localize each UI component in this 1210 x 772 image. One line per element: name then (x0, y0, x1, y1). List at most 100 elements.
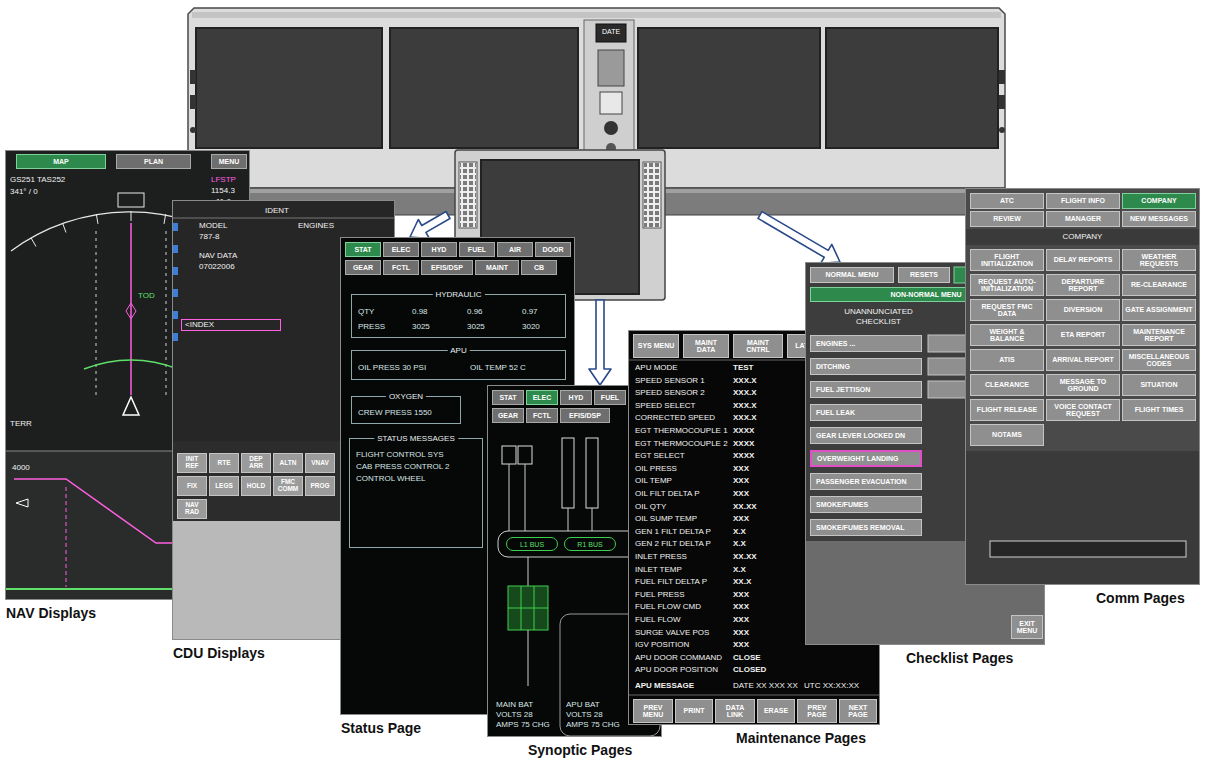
screen-text: XXX.X (733, 413, 757, 423)
button-label: PASSENGER EVACUATION (816, 478, 907, 485)
display-button: DOOR (535, 242, 571, 257)
button-label: ELEC (533, 394, 552, 401)
screen-caption: Checklist Pages (906, 650, 1013, 666)
button-label: ELEC (392, 246, 411, 253)
drawing-shape (126, 303, 136, 319)
display-button: EFIS/DSP (421, 260, 473, 275)
display-button: INIT REF (177, 453, 207, 473)
screen-text: 3025 (412, 322, 430, 332)
screen-text: QTY (358, 307, 374, 317)
screen-text: ENGINES (298, 221, 334, 231)
screen-caption: CDU Displays (173, 645, 265, 661)
display-button: DELAY REPORTS (1046, 249, 1120, 271)
display-button: MAINT (475, 260, 519, 275)
screen-text: UTC XX:XX:XX (804, 681, 859, 691)
button-label: GEAR (498, 412, 518, 419)
screen-text: OIL PRESS (635, 464, 677, 474)
drawing-shape (66, 487, 67, 587)
screen-text: FUEL FILT DELTA P (635, 577, 707, 587)
screen-text: GS251 TAS252 (10, 175, 65, 185)
display-button: WEIGHT & BALANCE (970, 324, 1044, 346)
screen-text: MODEL (199, 221, 227, 231)
display-button: NOTAMS (970, 424, 1044, 446)
drawing-shape (508, 608, 548, 609)
drawing-shape (123, 397, 139, 415)
button-label: VNAV (311, 460, 329, 467)
display-button: AIR (497, 242, 533, 257)
screen-text: CORRECTED SPEED (635, 413, 715, 423)
drawing-shape (84, 360, 178, 369)
screen-text: INLET TEMP (635, 565, 682, 575)
display-button: FUEL (594, 390, 626, 405)
screen-text: OIL FILT DELTA P (635, 489, 699, 499)
drawing-shape (509, 464, 510, 531)
button-label: MAINT DATA (686, 339, 726, 354)
button-label: SMOKE/FUMES REMOVAL (816, 524, 905, 531)
screen-text: XXXX (733, 426, 754, 436)
button-label: ATIS (999, 356, 1014, 363)
bus-label: R1 BUS (564, 537, 616, 551)
screen-text: XX.XX (733, 502, 757, 512)
status-group: APUOIL PRESS 30 PSIOIL TEMP 52 C (351, 350, 566, 380)
display-button: PRINT (675, 699, 713, 723)
display-button: DATA LINK (715, 699, 755, 723)
display-button: PREV MENU (633, 699, 673, 723)
button-label: FUEL JETTISON (816, 386, 870, 393)
screen-text: NAV DATA (199, 251, 237, 261)
status-message: FLIGHT CONTROL SYS (356, 449, 482, 461)
screen-text: 1154.3 (211, 186, 235, 196)
screen-text: XXX (733, 640, 749, 650)
drawing-shape (173, 311, 178, 319)
button-label: FCTL (392, 264, 410, 271)
drawing-shape (190, 127, 196, 133)
drawing-shape (131, 211, 132, 221)
screen-text: XXX (733, 602, 749, 612)
button-label: DIVERSION (1064, 306, 1103, 313)
button-label: FIX (187, 483, 197, 490)
drawing-shape (638, 28, 820, 148)
screen-text: MAIN BAT (496, 700, 533, 710)
drawing-shape (459, 162, 477, 228)
drawing-shape (999, 70, 1005, 84)
button-label: OVERWEIGHT LANDING (817, 455, 899, 462)
drawing-shape (164, 214, 166, 224)
button-label: NEW MESSAGES (1130, 215, 1188, 222)
screen-text: 0.96 (467, 307, 483, 317)
drawing-shape (966, 229, 1199, 245)
drawing-shape (460, 163, 476, 227)
screen-text: X.X (733, 565, 746, 575)
drawing-shape (96, 214, 98, 224)
display-button: PREV PAGE (797, 699, 837, 723)
screen-text: XXX.X (733, 376, 757, 386)
button-label: DITCHING (816, 363, 850, 370)
drawing-shape (528, 557, 529, 586)
screen-text: XXX (733, 476, 749, 486)
button-label: MAP (53, 158, 69, 165)
group-heading: OXYGEN (386, 391, 426, 402)
button-label: MAINT (486, 264, 508, 271)
screen-caption: Synoptic Pages (528, 742, 632, 758)
drawing-shape (644, 163, 660, 227)
drawing-shape (173, 289, 178, 297)
drawing-shape (604, 121, 618, 135)
button-label: RTE (218, 460, 231, 467)
display-button: SMOKE/FUMES REMOVAL (810, 519, 922, 536)
display-button: CB (521, 260, 557, 275)
drawing-shape (130, 223, 132, 395)
button-label: GEAR (353, 264, 373, 271)
display-button: PASSENGER EVACUATION (810, 473, 922, 490)
button-label: NOTAMS (992, 431, 1022, 438)
display-button: FLIGHT INITIALIZATION (970, 249, 1044, 271)
hollow-arrow (589, 300, 611, 385)
screen-text: APU MODE (635, 363, 678, 373)
display-button: REVIEW (970, 211, 1044, 227)
screen-text: XXXX (733, 439, 754, 449)
drawing-shape (999, 95, 1005, 109)
display-button: REQUEST AUTO-INITIALIZATION (970, 274, 1044, 296)
drawing-shape (586, 438, 598, 508)
screen-text: EGT THERMOCOUPLE 1 (635, 426, 728, 436)
drawing-shape (592, 508, 593, 531)
drawing-shape (999, 127, 1005, 133)
screen-text: XXX (733, 489, 749, 499)
screen-text: AMPS 75 CHG (566, 720, 620, 730)
